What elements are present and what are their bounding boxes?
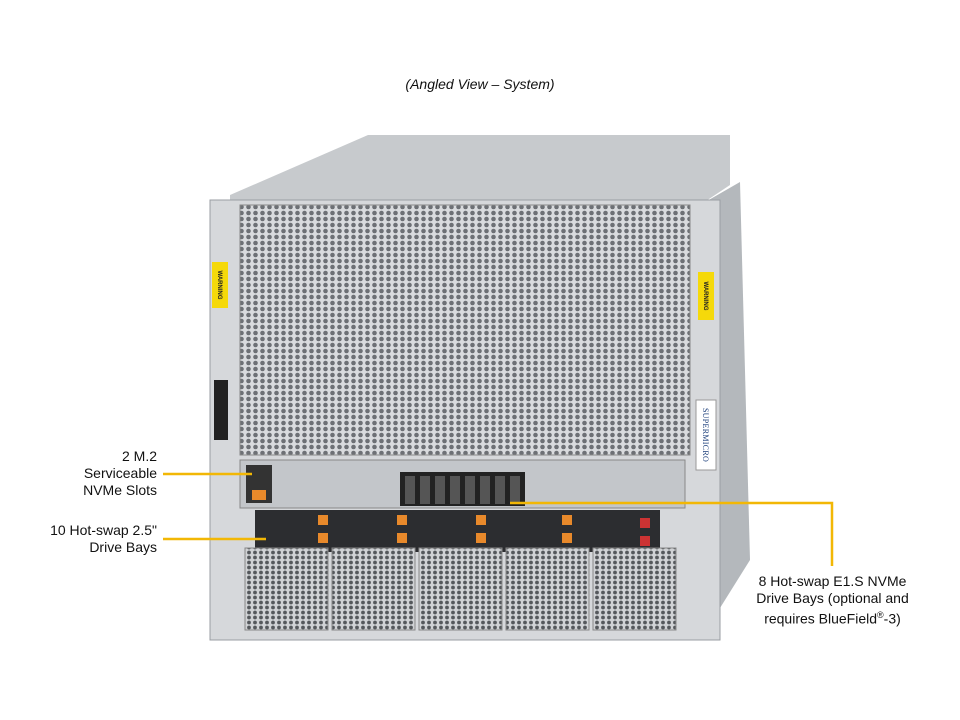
callout-e1s: 8 Hot-swap E1.S NVMe Drive Bays (optiona… [730,573,935,628]
warning-label-right [698,272,714,320]
e1s-bays [400,472,525,506]
mesh-grille [239,204,691,456]
callout-drive-bays-line1: 10 Hot-swap 2.5" [50,522,157,538]
callout-drive-bays-line2: Drive Bays [89,539,157,555]
callout-m2-line3: NVMe Slots [83,482,157,498]
callout-drive-bays: 10 Hot-swap 2.5" Drive Bays [0,522,157,556]
callout-m2-line2: Serviceable [83,465,157,481]
drive-bay-area [255,510,660,552]
fan-modules [244,547,677,631]
warning-label-left-text: WARNING [216,271,222,300]
warning-label-right-text: WARNING [702,282,708,311]
brand-plate-text: SUPERMICRO [701,408,710,462]
callout-e1s-suffix: -3) [883,610,901,627]
callout-e1s-line3: requires BlueField®-3) [730,607,935,628]
callout-line-e1s [510,501,834,566]
figure-caption: (Angled View – System) [405,76,555,92]
callout-e1s-line2: Drive Bays (optional and [756,590,909,606]
callout-e1s-text: requires BlueField [764,610,878,627]
registered-mark: ® [877,610,884,620]
callout-m2-line1: 2 M.2 [121,448,157,464]
brand-plate [695,399,717,471]
callout-e1s-line1: 8 Hot-swap E1.S NVMe [758,573,907,589]
callout-m2: 2 M.2 Serviceable NVMe Slots [20,448,157,499]
chassis-top [230,135,730,205]
warning-label-left [212,262,228,308]
side-handle-strip [214,380,228,440]
